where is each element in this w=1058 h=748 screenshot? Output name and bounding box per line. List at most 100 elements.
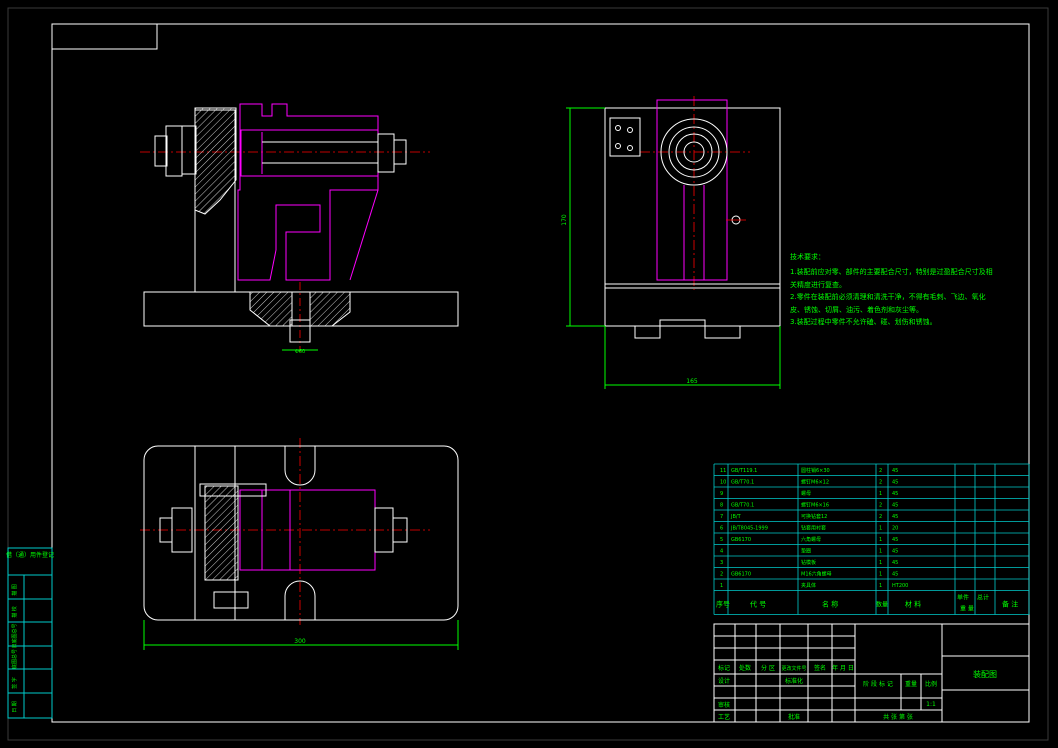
part-name: 钻套用衬套 xyxy=(801,525,826,532)
part-material: 45 xyxy=(892,560,898,566)
part-code: GB6170 xyxy=(731,537,751,543)
side-base-slot xyxy=(634,319,741,339)
part-qty: 1 xyxy=(879,491,882,497)
side-base xyxy=(604,283,781,327)
drawing-frame xyxy=(51,23,1030,723)
base-right-section xyxy=(309,291,351,327)
tb-change-doc: 更改文件号 xyxy=(781,665,806,672)
left-row-3: 旧底图总号 xyxy=(11,623,18,648)
side-bore-mid xyxy=(668,126,720,178)
part-material: 45 xyxy=(892,549,898,555)
side-body xyxy=(604,107,781,289)
outer-sheet-border xyxy=(7,7,1049,741)
drill-plate-rib xyxy=(349,189,379,281)
part-material: 45 xyxy=(892,514,898,520)
part-code: JB/T xyxy=(730,514,742,520)
title-block: 标记 处数 分 区 更改文件号 签名 年 月 日 设计 标准化 审核 工艺 批准… xyxy=(713,623,1030,723)
side-screw-1 xyxy=(615,125,621,131)
front-base-plate xyxy=(143,291,459,327)
part-name: 可换钻套12 xyxy=(801,513,827,520)
part-qty: 1 xyxy=(879,560,882,566)
top-right-washer xyxy=(392,517,408,543)
part-name: 螺钉M6×16 xyxy=(801,502,829,509)
part-qty: 1 xyxy=(879,526,882,532)
tb-zone: 分 区 xyxy=(761,664,775,672)
title-block-frame xyxy=(713,623,1030,723)
left-row-6: 日 期 xyxy=(12,701,18,713)
part-name: 螺母 xyxy=(801,490,811,497)
part-code: GB/T70.1 xyxy=(731,503,754,509)
part-material: 45 xyxy=(892,503,898,509)
part-no: 8 xyxy=(720,503,723,509)
left-table-title: 借（通）用件登记 xyxy=(6,551,54,559)
front-upright-section xyxy=(194,107,237,215)
side-bracket xyxy=(609,117,641,157)
length-dimension-text: 300 xyxy=(294,638,306,645)
top-view: 300 xyxy=(140,438,459,650)
side-bore-outer xyxy=(660,118,728,186)
part-material: 45 xyxy=(892,480,898,486)
part-qty: 1 xyxy=(879,583,882,589)
tb-date: 年 月 日 xyxy=(832,664,854,672)
tb-check: 审核 xyxy=(718,701,730,709)
tb-drawing-name: 装配图 xyxy=(973,669,997,679)
tb-count: 处数 xyxy=(739,664,751,672)
width-dimension-text: 165 xyxy=(686,378,698,385)
part-material: 20 xyxy=(892,526,898,532)
top-slot-upper xyxy=(284,446,316,486)
part-no: 1 xyxy=(720,583,723,589)
tb-process: 工艺 xyxy=(718,713,730,721)
side-screw-4 xyxy=(627,145,633,151)
part-code: GB/T70.1 xyxy=(731,480,754,486)
part-name: 垫圈 xyxy=(801,548,811,555)
part-qty: 2 xyxy=(879,468,882,474)
base-pin xyxy=(289,319,311,343)
notes-line-5: 3.装配过程中零件不允许磕、碰、划伤和锈蚀。 xyxy=(790,317,937,326)
part-name: M16六角螺母 xyxy=(801,571,832,578)
tb-mark: 标记 xyxy=(718,664,730,672)
tb-sign: 签名 xyxy=(814,664,826,672)
part-name: 六角螺母 xyxy=(801,536,821,543)
technical-notes: 技术要求： 1.装配前应对零、部件的主要配合尺寸，特别是过盈配合尺寸及相 关精度… xyxy=(790,252,993,326)
part-name: 圆柱销6×30 xyxy=(801,467,830,474)
right-nut xyxy=(377,133,395,173)
part-material: HT200 xyxy=(892,583,908,589)
top-slot-lower xyxy=(284,580,316,620)
front-view: Φ60 xyxy=(140,103,459,355)
drill-plate-outline xyxy=(237,103,379,281)
side-drill-plate xyxy=(656,99,728,281)
left-nut xyxy=(165,125,183,177)
part-qty: 2 xyxy=(879,503,882,509)
part-qty: 1 xyxy=(879,572,882,578)
base-left-section xyxy=(249,291,293,327)
part-material: 45 xyxy=(892,491,898,497)
part-no: 11 xyxy=(720,468,726,474)
hole-dimension-text: Φ60 xyxy=(295,349,305,355)
left-row-5: 签 字 xyxy=(11,677,18,689)
part-name: 夹具体 xyxy=(801,582,816,589)
parts-header-qty: 数量 xyxy=(876,601,888,609)
part-name: 钻模板 xyxy=(801,559,816,566)
notes-line-1: 1.装配前应对零、部件的主要配合尺寸，特别是过盈配合尺寸及相 xyxy=(790,267,993,276)
part-no: 5 xyxy=(720,537,723,543)
right-washer xyxy=(393,139,407,165)
part-no: 9 xyxy=(720,491,723,497)
side-bore-inner xyxy=(675,133,713,171)
part-material: 45 xyxy=(892,572,898,578)
tb-scale: 比例 xyxy=(925,680,937,688)
parts-header-name: 名 称 xyxy=(822,600,838,609)
part-no: 4 xyxy=(720,549,723,555)
top-upright-section xyxy=(204,485,239,581)
tb-scale-value: 1:1 xyxy=(926,701,936,708)
tb-design: 设计 xyxy=(718,677,730,685)
corner-code-box xyxy=(51,23,158,50)
part-no: 6 xyxy=(720,526,723,532)
notes-line-3: 2.零件在装配前必须清理和清洗干净，不得有毛刺、飞边、氧化 xyxy=(790,292,986,301)
parts-header-remark: 备 注 xyxy=(1002,600,1018,609)
part-qty: 1 xyxy=(879,537,882,543)
side-view: 170 165 xyxy=(561,96,781,389)
left-row-4: 底图总号 xyxy=(11,649,18,669)
